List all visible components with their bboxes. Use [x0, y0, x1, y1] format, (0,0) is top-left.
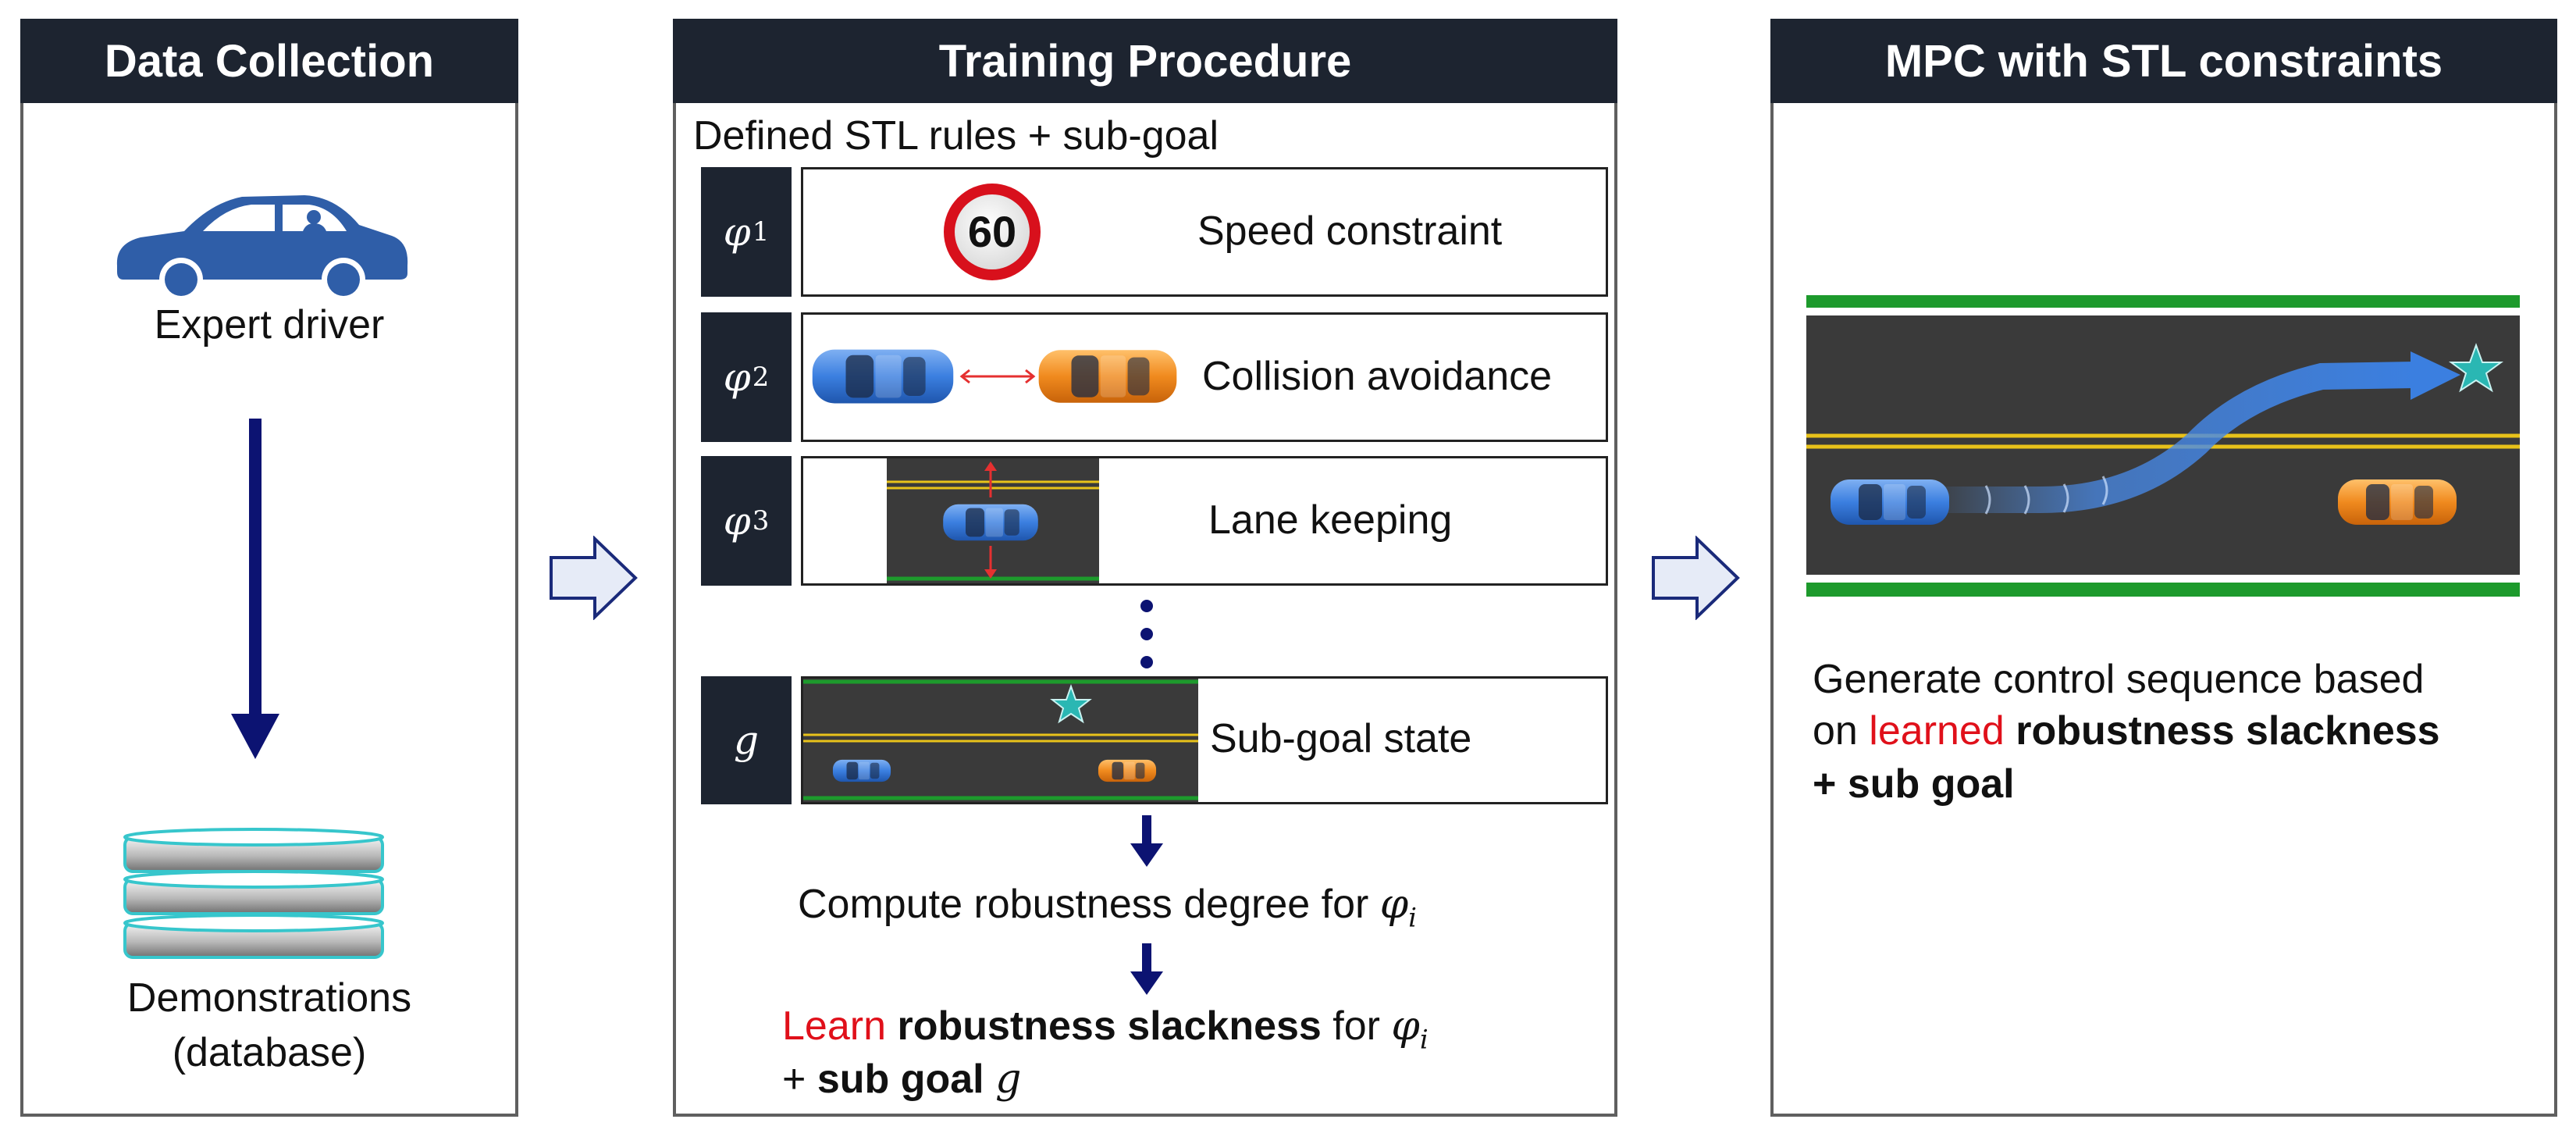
- hollow-right-arrow-icon: [550, 536, 638, 620]
- collision-avoidance-label: Collision avoidance: [1202, 354, 1553, 399]
- mpc-text-line3: + sub goal: [1813, 761, 2015, 807]
- training-procedure-title: Training Procedure: [673, 19, 1617, 103]
- g-symbol: g: [701, 676, 792, 804]
- speed-limit-value: 60: [967, 207, 1017, 256]
- lane-keeping-label: Lane keeping: [1208, 497, 1453, 543]
- compute-robustness-text: Compute robustness degree for φi: [798, 881, 1418, 934]
- mpc-text-line1: Generate control sequence based: [1813, 657, 2425, 702]
- small-down-arrow-1-icon: [1130, 815, 1163, 867]
- ego-car-icon: [812, 349, 954, 404]
- small-down-arrow-2-icon: [1130, 943, 1163, 995]
- mpc-text-line2: on learned robustness slackness: [1813, 708, 2440, 754]
- ellipsis-dots-icon: [1140, 600, 1153, 668]
- other-car-icon: [1038, 350, 1177, 403]
- lane-keeping-road-icon: [887, 458, 1099, 583]
- car-icon: [116, 195, 408, 297]
- database-icon: [123, 828, 384, 959]
- double-arrow-icon: [959, 369, 1036, 384]
- sub-goal-road-icon: [803, 679, 1198, 802]
- demonstrations-label: Demonstrations: [126, 975, 412, 1021]
- mpc-road-scene: [1806, 295, 2520, 597]
- mpc-title: MPC with STL constraints: [1770, 19, 2557, 103]
- data-collection-title: Data Collection: [20, 19, 518, 103]
- speed-constraint-label: Speed constraint: [1197, 209, 1503, 254]
- speed-constraint-box: [801, 167, 1608, 297]
- stl-rules-subtitle: Defined STL rules + sub-goal: [693, 113, 1219, 159]
- expert-driver-label: Expert driver: [154, 302, 385, 348]
- speed-limit-sign-icon: [944, 184, 1041, 280]
- database-label: (database): [172, 1030, 367, 1075]
- learn-robustness-line2: + sub goal g: [782, 1056, 1022, 1103]
- learn-robustness-line1: Learn robustness slackness for φi: [782, 1003, 1429, 1056]
- sub-goal-label: Sub-goal state: [1210, 716, 1472, 761]
- hollow-right-arrow-2-icon: [1652, 536, 1740, 620]
- down-arrow-icon: [231, 419, 279, 759]
